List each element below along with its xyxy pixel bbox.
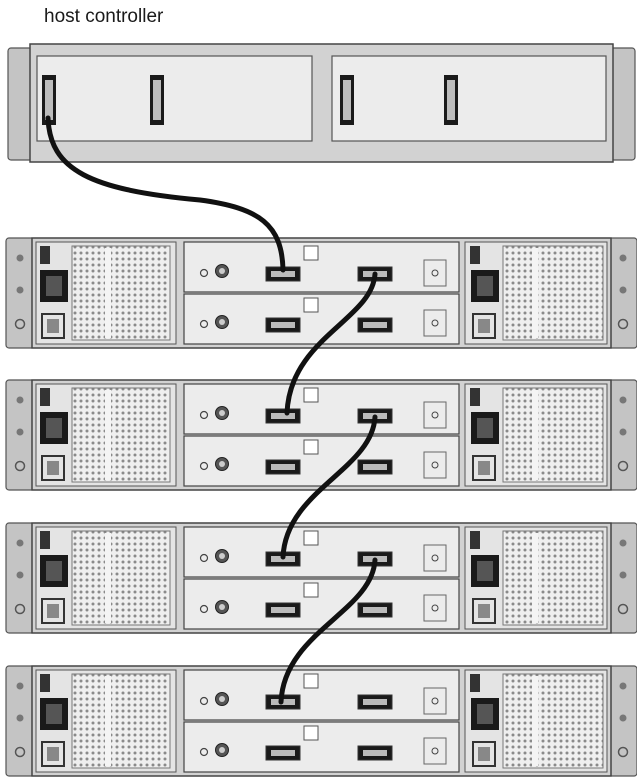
rack-screw bbox=[16, 286, 24, 294]
emm-module-top bbox=[183, 383, 460, 435]
rack-screw bbox=[617, 746, 629, 758]
power-switch-icon bbox=[41, 455, 65, 481]
rack-screw bbox=[619, 539, 627, 547]
cable-group bbox=[45, 115, 378, 705]
power-switch-icon bbox=[41, 313, 65, 339]
rack-screw bbox=[16, 396, 24, 404]
fan-grille bbox=[71, 530, 171, 626]
fan-grille bbox=[71, 387, 171, 483]
rack-screw bbox=[619, 714, 627, 722]
fan-grille bbox=[71, 673, 171, 769]
rack-screw bbox=[16, 428, 24, 436]
host-left-ear bbox=[7, 47, 33, 161]
storage-enclosure-4 bbox=[5, 665, 637, 777]
rack-screw bbox=[617, 460, 629, 472]
power-switch-icon bbox=[472, 598, 496, 624]
fan-grille bbox=[502, 387, 604, 483]
storage-enclosure-3 bbox=[5, 522, 637, 634]
fan-grille bbox=[502, 530, 604, 626]
rack-screw bbox=[619, 396, 627, 404]
rack-screw bbox=[619, 571, 627, 579]
storage-enclosure-2 bbox=[5, 379, 637, 491]
fan-grille bbox=[502, 673, 604, 769]
rack-screw bbox=[619, 428, 627, 436]
emm-module-bottom bbox=[183, 721, 460, 773]
rack-screw bbox=[14, 603, 26, 615]
storage-enclosure-1 bbox=[5, 237, 637, 349]
rack-screw bbox=[619, 254, 627, 262]
emm-module-bottom bbox=[183, 578, 460, 630]
fan-grille bbox=[71, 245, 171, 341]
emm-module-bottom bbox=[183, 435, 460, 487]
emm-module-top bbox=[183, 526, 460, 578]
rack-screw bbox=[16, 254, 24, 262]
rack-screw bbox=[16, 571, 24, 579]
host-controller bbox=[7, 43, 636, 163]
rack-screw bbox=[16, 539, 24, 547]
emm-module-bottom bbox=[183, 293, 460, 345]
enclosure-3-to-4-cable bbox=[278, 557, 378, 705]
enclosure-1-to-2-cable bbox=[284, 271, 378, 416]
host-card-left bbox=[36, 55, 313, 142]
rack-screw bbox=[617, 318, 629, 330]
power-switch-icon bbox=[41, 598, 65, 624]
host-controller-label: host controller bbox=[44, 6, 164, 27]
power-switch-icon bbox=[472, 741, 496, 767]
rack-screw bbox=[619, 682, 627, 690]
rack-screw bbox=[16, 682, 24, 690]
host-card-right bbox=[331, 55, 607, 142]
rack-screw bbox=[14, 746, 26, 758]
rack-screw bbox=[619, 286, 627, 294]
rack-screw bbox=[16, 714, 24, 722]
fan-grille bbox=[502, 245, 604, 341]
host-right-ear bbox=[610, 47, 636, 161]
emm-module-top bbox=[183, 241, 460, 293]
emm-module-top bbox=[183, 669, 460, 721]
rack-screw bbox=[14, 460, 26, 472]
host-to-enclosure-1-cable bbox=[45, 115, 286, 273]
rack-screw bbox=[617, 603, 629, 615]
power-switch-icon bbox=[41, 741, 65, 767]
enclosure-stack bbox=[5, 237, 637, 777]
power-switch-icon bbox=[472, 455, 496, 481]
rack-screw bbox=[14, 318, 26, 330]
enclosure-2-to-3-cable bbox=[280, 414, 378, 560]
power-switch-icon bbox=[472, 313, 496, 339]
